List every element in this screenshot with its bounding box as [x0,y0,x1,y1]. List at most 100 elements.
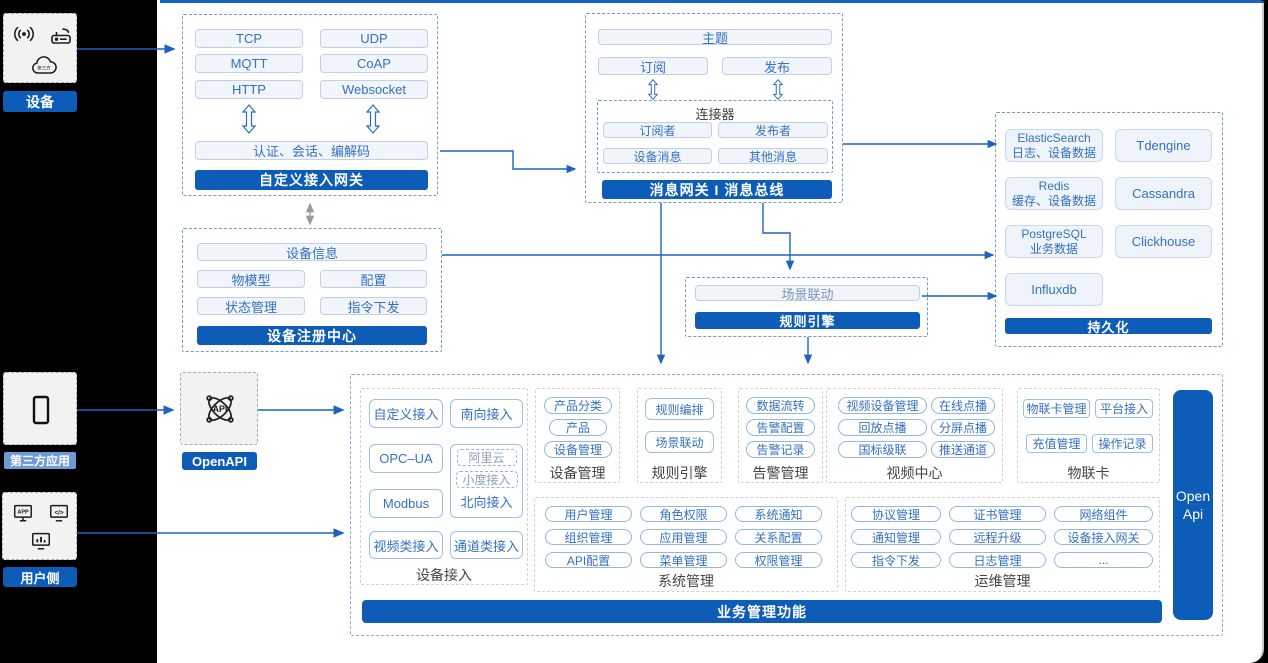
publisher-label: 发布者 [754,123,791,138]
device-mgmt-title: 设备管理 [535,463,620,483]
connector-title: 连接器 [597,104,833,123]
rule-orchestration-pill: 规则编排 [645,398,714,420]
protocol-websocket-label: Websocket [341,82,407,97]
video-device-mgmt-pill: 视频设备管理 [838,397,927,414]
scene-linkage-sec-pill: 场景联动 [645,431,714,453]
section-rule-engine [637,388,722,483]
protocol-udp-label: UDP [360,31,388,46]
alert-record-pill: 告警记录 [746,441,815,458]
user-mgmt-pill: 用户管理 [545,506,632,522]
pill-label: 用户管理 [564,507,613,522]
custom-gateway-title: 自定义接入网关 [259,172,364,188]
alert-mgmt-title: 告警管理 [738,463,823,483]
section-device-access [360,388,528,585]
data-flow-pill: 数据流转 [746,397,815,414]
persistence-title-bar: 持久化 [1005,318,1212,335]
product-pill: 产品 [549,419,607,436]
pill-label: 设备接入网关 [1067,530,1140,545]
title-text: 视频中心 [886,465,943,481]
store-redis: Redis 缓存、设备数据 [1005,177,1103,210]
rule-engine-title-bar: 规则引擎 [695,312,920,329]
scene-linkage-label: 场景联动 [781,286,834,302]
persistence-box [995,112,1223,347]
rule-engine-sec-title: 规则引擎 [637,463,722,483]
pill-label: API配置 [566,553,611,568]
pill-label: 系统通知 [754,507,803,522]
protocol-coap: CoAP [320,54,428,73]
api-config-pill: API配置 [545,552,632,568]
relation-config-pill: 关系配置 [735,529,822,545]
pill-label: 告警记录 [756,443,805,457]
pill-label: 日志管理 [973,553,1022,568]
pill-label: 国标级联 [858,443,907,457]
rule-engine-title: 规则引擎 [779,314,836,329]
config-pill: 配置 [320,270,427,288]
split-screen-pill: 分屏点播 [931,419,995,436]
store-name: Redis [1038,178,1070,193]
business-title: 业务管理功能 [717,603,807,620]
device-info-label: 设备信息 [285,245,338,261]
pill-label: 推送通道 [938,443,987,457]
device-access-gateway-pill: 设备接入网关 [1054,529,1153,545]
section-video-center [826,388,1003,483]
device-registry-title: 设备注册中心 [267,327,357,344]
pill-label: 角色权限 [659,507,708,522]
ops-mgmt-title: 运维管理 [845,571,1160,591]
double-arrow-icon [772,78,784,105]
command-dispatch-pill: 指令下发 [320,297,427,315]
app-icon: APP [12,502,34,529]
third-party-label: 第三方应用 [4,452,76,469]
store-name: Influxdb [1031,282,1077,297]
org-mgmt-pill: 组织管理 [545,529,632,545]
pill-label: Modbus [382,496,430,511]
section-device-mgmt [535,388,620,483]
pill-label: 关系配置 [754,530,803,545]
svg-text:第三方: 第三方 [37,65,51,72]
protocol-http: HTTP [195,80,303,99]
pill-label: OPC–UA [379,451,433,466]
more-pill: ... [1054,552,1153,568]
persistence-title: 持久化 [1087,319,1130,335]
system-mgmt-title: 系统管理 [534,571,838,591]
command-dispatch-ops-pill: 指令下发 [851,552,941,568]
chart-icon [30,530,52,557]
product-category-pill: 产品分类 [544,397,612,414]
pill-label: 通知管理 [871,530,920,545]
pill-label: 设备管理 [553,443,602,457]
opc-ua-pill: OPC–UA [369,444,443,473]
api-atom-icon: API [201,390,239,433]
pill-label: 南向接入 [460,407,513,422]
protocol-mqtt-label: MQTT [230,56,268,71]
pill-label: 阿里云 [468,451,505,465]
protocol-http-label: HTTP [232,82,266,97]
thing-model-pill: 物模型 [197,270,305,288]
business-box [350,374,1223,636]
pill-label: 视频设备管理 [846,399,919,413]
iot-card-mgmt-pill: 物联卡管理 [1023,399,1090,418]
protocol-tcp-label: TCP [236,31,262,46]
section-iot-card [1017,388,1160,483]
video-access-pill: 视频类接入 [369,531,443,559]
business-title-bar: 业务管理功能 [362,600,1162,623]
user-side-label: 用户侧 [3,567,77,587]
protocol-coap-label: CoAP [357,56,391,71]
pill-label: 小度接入 [462,473,511,487]
double-arrow-icon [647,78,659,105]
signal-icon [13,23,35,50]
custom-gateway-box [182,14,438,196]
store-elasticsearch: ElasticSearch 日志、设备数据 [1005,129,1103,162]
log-mgmt-pill: 日志管理 [949,552,1046,568]
remote-upgrade-pill: 远程升级 [949,529,1046,545]
scene-linkage-pill: 场景联动 [695,285,920,302]
topic-pill: 主题 [598,29,832,46]
pill-label: 操作记录 [1098,437,1147,451]
message-bus-title: 消息网关 I 消息总线 [649,181,785,198]
protocol-websocket: Websocket [320,80,428,99]
openapi-box: API [180,372,258,445]
config-label: 配置 [360,272,387,288]
connector-title-text: 连接器 [695,107,735,122]
store-desc: 业务数据 [1029,241,1078,256]
open-api-vertical-bar: Open Api [1173,390,1213,620]
subscriber-pill: 订阅者 [603,122,712,138]
operation-record-pill: 操作记录 [1092,434,1153,453]
